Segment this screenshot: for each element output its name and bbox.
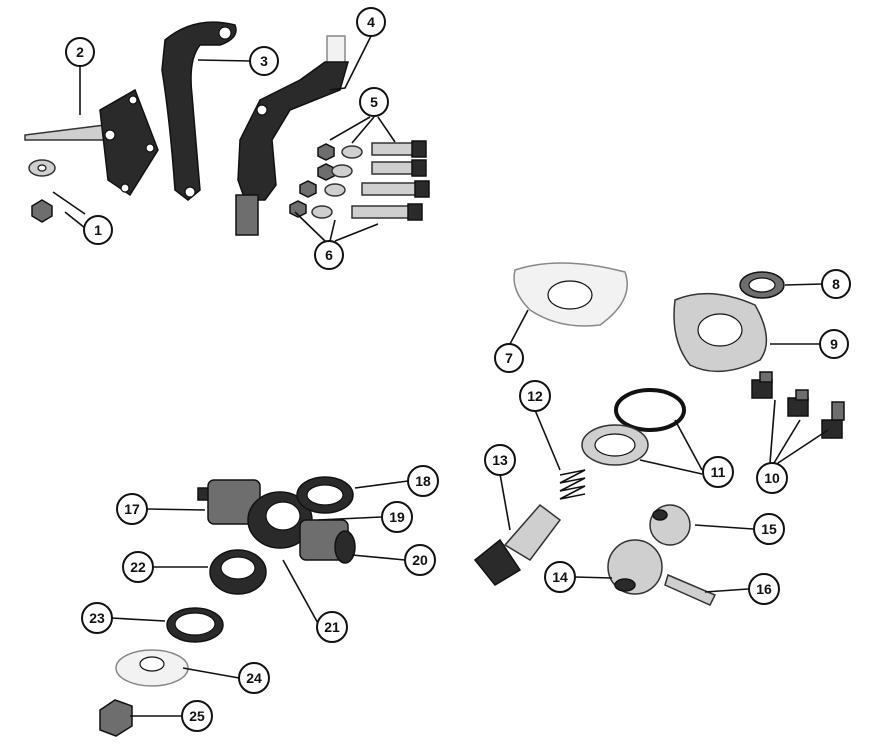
part-plunger	[473, 503, 562, 586]
part-seal-ring	[739, 271, 785, 299]
callout-18: 18	[407, 465, 439, 497]
part-washer-and-nut	[28, 159, 56, 223]
svg-text:18: 18	[415, 473, 431, 489]
callout-10: 10	[756, 462, 788, 494]
callout-8: 8	[821, 269, 851, 299]
svg-text:25: 25	[189, 708, 205, 724]
svg-text:16: 16	[756, 581, 772, 597]
callout-14: 14	[544, 561, 576, 593]
callout-19: 19	[381, 501, 413, 533]
svg-text:5: 5	[370, 94, 378, 110]
svg-text:12: 12	[527, 388, 543, 404]
part-washer-and-castle-nut	[99, 649, 189, 737]
callout-17: 17	[116, 493, 148, 525]
svg-text:15: 15	[761, 521, 777, 537]
svg-text:22: 22	[130, 559, 146, 575]
callout-7: 7	[494, 343, 524, 373]
svg-text:8: 8	[832, 276, 840, 292]
part-balls-and-pin	[607, 504, 717, 606]
svg-text:1: 1	[94, 222, 102, 238]
callout-24: 24	[238, 662, 270, 694]
part-gasket	[513, 262, 628, 327]
svg-text:3: 3	[260, 53, 268, 69]
svg-text:14: 14	[552, 569, 568, 585]
svg-text:23: 23	[89, 610, 105, 626]
callout-20: 20	[404, 544, 436, 576]
svg-text:13: 13	[492, 452, 508, 468]
callout-12: 12	[519, 380, 551, 412]
svg-text:24: 24	[246, 670, 262, 686]
svg-text:2: 2	[76, 44, 84, 60]
svg-text:17: 17	[124, 501, 140, 517]
part-tie-rod-end	[197, 479, 356, 564]
callout-25: 25	[181, 700, 213, 732]
callout-3: 3	[249, 46, 279, 76]
part-retainer-and-snap-ring	[581, 388, 686, 466]
callout-1: 1	[83, 215, 113, 245]
part-steering-arm	[161, 21, 237, 201]
callout-13: 13	[484, 444, 516, 476]
callout-16: 16	[748, 573, 780, 605]
svg-text:20: 20	[412, 552, 428, 568]
callout-11: 11	[702, 456, 734, 488]
callout-21: 21	[316, 611, 348, 643]
part-spindle-with-flange	[24, 88, 159, 197]
svg-text:7: 7	[505, 350, 513, 366]
svg-text:10: 10	[764, 470, 780, 486]
part-cap-screws	[751, 371, 845, 439]
svg-text:6: 6	[325, 247, 333, 263]
svg-text:4: 4	[367, 14, 375, 30]
callout-4: 4	[356, 7, 386, 37]
callout-5: 5	[359, 87, 389, 117]
svg-text:11: 11	[711, 464, 726, 480]
callout-6: 6	[314, 240, 344, 270]
leader-lines	[52, 35, 829, 717]
part-knuckle	[235, 35, 349, 236]
part-spring	[559, 469, 586, 500]
callout-9: 9	[819, 329, 849, 359]
callout-23: 23	[81, 602, 113, 634]
svg-text:21: 21	[324, 619, 340, 635]
part-seal-rings-left	[166, 476, 354, 643]
callout-2: 2	[65, 37, 95, 67]
callout-22: 22	[122, 551, 154, 583]
part-nuts-washers-bolts	[289, 140, 430, 221]
callout-15: 15	[753, 513, 785, 545]
part-cover-plate	[673, 292, 768, 373]
svg-text:19: 19	[389, 509, 405, 525]
svg-text:9: 9	[830, 336, 838, 352]
